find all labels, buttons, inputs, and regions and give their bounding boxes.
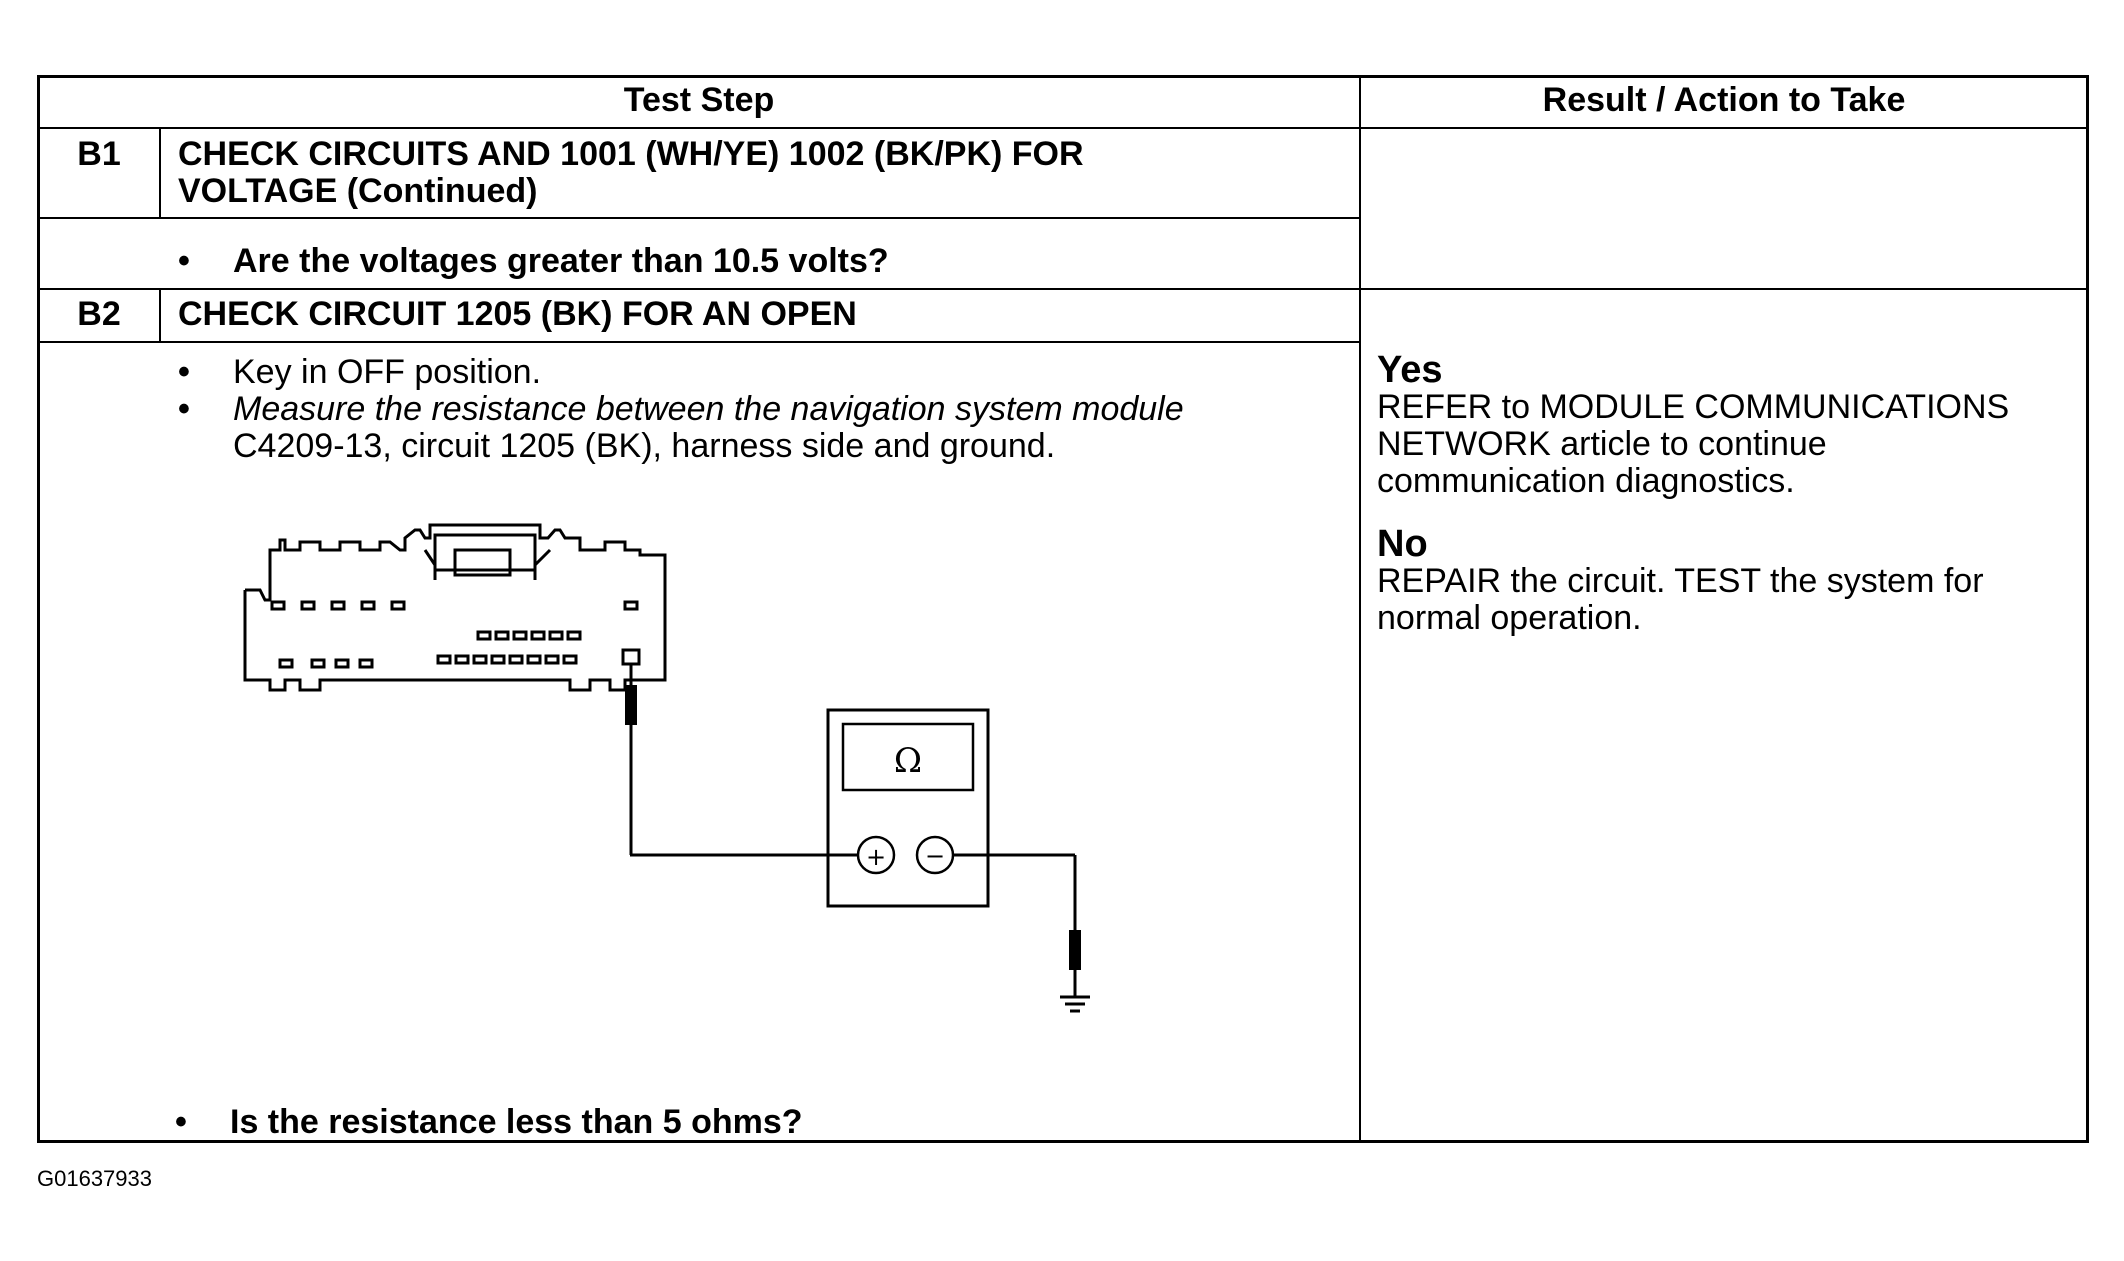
result-no-line-1: REPAIR the circuit. TEST the system for	[1377, 562, 1984, 600]
bullet-icon: •	[175, 1103, 187, 1141]
connector-icon	[243, 523, 667, 692]
plus-terminal-symbol: +	[866, 843, 886, 871]
result-yes-line-3: communication diagnostics.	[1377, 462, 1795, 500]
ground-icon	[1060, 995, 1090, 1013]
figure-id: G01637933	[37, 1166, 152, 1191]
result-yes-line-1: REFER to MODULE COMMUNICATIONS	[1377, 388, 2010, 426]
step-b2-instruction-3: C4209-13, circuit 1205 (BK), harness sid…	[233, 427, 1056, 465]
header-divider	[39, 127, 2087, 129]
step-b2-title: CHECK CIRCUIT 1205 (BK) FOR AN OPEN	[178, 295, 857, 333]
b2-id-divider	[159, 288, 161, 341]
bullet-icon: •	[178, 390, 190, 428]
ohmmeter-icon: Ω + −	[826, 708, 990, 908]
test-step-table	[37, 75, 2089, 1143]
header-test-step: Test Step	[623, 81, 775, 119]
step-b2-id: B2	[77, 295, 121, 333]
step-b2-instruction-1: Key in OFF position.	[233, 353, 542, 391]
result-yes-label: Yes	[1377, 349, 1443, 391]
minus-terminal-symbol: −	[925, 842, 945, 870]
b1-id-divider	[159, 127, 161, 217]
result-no-line-2: normal operation.	[1377, 599, 1642, 637]
step-b1-title-line1: CHECK CIRCUITS AND 1001 (WH/YE) 1002 (BK…	[178, 135, 1084, 173]
bullet-icon: •	[178, 242, 190, 280]
result-yes-line-2: NETWORK article to continue	[1377, 425, 1827, 463]
column-divider	[1359, 77, 1361, 1141]
b1-b2-divider	[39, 288, 2087, 290]
bullet-icon: •	[178, 353, 190, 391]
step-b2-question: Is the resistance less than 5 ohms?	[230, 1103, 803, 1141]
ohm-symbol: Ω	[894, 741, 922, 781]
result-no-label: No	[1377, 523, 1428, 565]
step-b1-title-line2: VOLTAGE (Continued)	[178, 172, 538, 210]
resistance-test-diagram: Ω + −	[243, 523, 1090, 1013]
step-b2-instruction-2: Measure the resistance between the navig…	[233, 390, 1184, 428]
step-b1-id: B1	[77, 135, 121, 173]
b1-title-divider	[39, 217, 1359, 219]
b2-title-divider	[39, 341, 1359, 343]
probe-lead	[625, 664, 858, 857]
ground-lead	[953, 853, 1081, 997]
header-result-action: Result / Action to Take	[1542, 81, 1906, 119]
step-b1-question: Are the voltages greater than 10.5 volts…	[233, 242, 889, 280]
